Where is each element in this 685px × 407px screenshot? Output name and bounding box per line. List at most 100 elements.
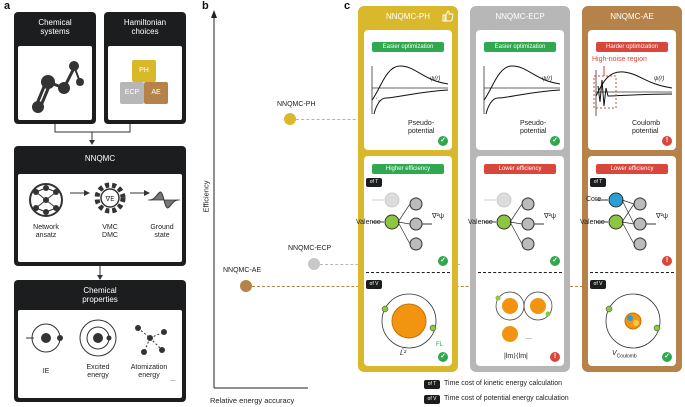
chemical-systems-box: Chemical systems: [14, 12, 96, 124]
ae-valence: Valence: [580, 219, 605, 226]
panel-b-axes: [211, 10, 308, 389]
ae-opt-card: Harder optimization High-noise region ψ(…: [588, 30, 676, 150]
atomization-label: Atomization energy: [130, 364, 168, 379]
point-nnqmc-ae: [240, 280, 252, 292]
ph-eff-tag: Higher efficiency: [372, 164, 444, 174]
chemical-properties-title: Chemical properties: [82, 286, 118, 305]
ph-eff-check-icon: ✓: [438, 256, 448, 266]
ae-bottom-v: V: [612, 350, 617, 357]
ground-state-icon: [148, 191, 180, 209]
column-ae: NNQMC-AE Harder optimization High-noise …: [580, 6, 682, 372]
ph-bottom-label: L̂²: [400, 350, 407, 357]
ph-opt-card: Easier optimization ψ(r) Pseudo- potenti…: [364, 30, 452, 150]
panel-c-letter: c: [344, 0, 351, 12]
ph-atom-orbit: [381, 293, 437, 349]
ae-eff-warn-icon: !: [662, 256, 672, 266]
ae-divider: [590, 272, 674, 273]
gear-icon: ∇E: [94, 182, 126, 214]
ecp-opt-check-icon: ✓: [550, 136, 560, 146]
dash-ph: [296, 119, 366, 120]
ecp-psi: ψ(r): [542, 76, 553, 82]
legend-t-text: Time cost of kinetic energy calculation: [444, 380, 563, 387]
nnqmc-inner: Network ansatz ∇E VMC DMC Ground state: [18, 174, 182, 262]
ecp-laplacian: ∇²ψ: [544, 213, 557, 220]
panel-a-letter: a: [4, 0, 11, 12]
ecp-opt-tag: Easier optimization: [484, 42, 556, 52]
ae-core: Core: [586, 196, 602, 203]
nnqmc-title: NNQMC: [84, 154, 116, 163]
ph-opt-check-icon: ✓: [438, 136, 448, 146]
molecule-frame: [18, 46, 92, 120]
ae-bottom-sub: Coulomb: [616, 353, 637, 360]
ecp-bottom-label: |lm⟩⟨lm|: [504, 353, 528, 360]
ecp-network-graph: [484, 192, 544, 251]
chemical-properties-box: Chemical properties IE Excited energy At…: [14, 280, 186, 402]
ae-wave-plot: [593, 66, 673, 116]
chem-props-inner: IE Excited energy Atomization energy ...: [18, 310, 182, 398]
excited-icon: [79, 319, 117, 357]
network-ansatz-icon: [29, 183, 63, 217]
ham-ae-block: AE: [144, 82, 168, 104]
ham-ph-block: PH: [132, 60, 156, 82]
ecp-opt-card: Easier optimization ψ(r) Pseudo- potenti…: [476, 30, 564, 150]
ae-noise-label: High-noise region: [592, 56, 647, 63]
panel-b-ylabel: Efficiency: [201, 180, 211, 213]
ecp-eff-tag: Lower efficiency: [484, 164, 556, 174]
ie-icon: [26, 323, 63, 353]
props-ellipsis: ...: [170, 376, 176, 383]
column-ph-title: NNQMC-PH: [386, 12, 430, 21]
connector-a-top: [54, 124, 131, 145]
ph-laplacian: ∇²ψ: [432, 213, 445, 220]
ph-valence: Valence: [356, 219, 381, 226]
panel-b-letter: b: [202, 0, 209, 12]
thumbs-up-icon: [442, 10, 454, 22]
ae-opt-tag: Harder optimization: [596, 42, 668, 52]
ph-fl: FL: [436, 342, 444, 348]
ecp-ellipsis: ...: [526, 334, 532, 341]
hamiltonian-choices-box: Hamiltonian choices PH ECP AE: [104, 12, 186, 124]
ae-of-v-chip: of V: [590, 280, 606, 289]
ae-eff-card: Lower efficiency of T ∇²ψ Core Valence !…: [580, 156, 676, 366]
ae-bottom-label: VCoulomb: [612, 350, 637, 359]
ph-opt-label: Pseudo- potential: [408, 120, 435, 135]
ph-eff-card: Higher efficiency of T ∇²ψ Valence ✓ of …: [356, 156, 452, 366]
ph-divider: [366, 272, 450, 273]
ecp-valence: Valence: [468, 219, 493, 226]
ae-atom-orbit: [605, 293, 661, 349]
column-ph: NNQMC-PH Easier optimization ψ(r) Pseudo…: [356, 6, 458, 372]
ph-psi: ψ(r): [430, 76, 441, 82]
connector-a-bottom: [97, 266, 103, 280]
ae-network-graph: [596, 192, 656, 251]
ecp-wave-plot: [483, 65, 561, 115]
ae-laplacian: ∇²ψ: [656, 213, 669, 220]
chemical-systems-title: Chemical systems: [38, 18, 72, 37]
hamiltonian-choices-title: Hamiltonian choices: [123, 18, 167, 37]
nnqmc-box: NNQMC Network ansatz ∇E VMC DMC Ground s…: [14, 146, 186, 266]
molecule-icon: [32, 61, 84, 113]
label-nnqmc-ph: NNQMC-PH: [277, 101, 316, 108]
legend-of-v-chip: of V: [424, 395, 440, 404]
column-ae-title: NNQMC-AE: [610, 12, 654, 21]
ie-label: IE: [42, 368, 50, 375]
vmc-dmc-label: VMC DMC: [102, 224, 118, 239]
panel-b-xlabel: Relative energy accuracy: [210, 396, 295, 405]
arrow-2: [130, 190, 150, 196]
ecp-eff-check-icon: ✓: [550, 256, 560, 266]
ph-v-check-icon: ✓: [438, 352, 448, 362]
ph-wave-plot: [371, 65, 449, 115]
point-nnqmc-ph: [284, 113, 296, 125]
arrow-1: [70, 190, 90, 196]
grad-e-text: ∇E: [104, 195, 114, 203]
ae-v-check-icon: ✓: [662, 352, 672, 362]
ham-ecp-block: ECP: [120, 82, 144, 104]
excited-label: Excited energy: [86, 364, 110, 379]
ae-opt-label: Coulomb potential: [632, 120, 661, 135]
ae-of-t-chip: of T: [590, 178, 606, 187]
ae-psi: ψ(r): [654, 76, 665, 82]
point-nnqmc-ecp: [308, 258, 320, 270]
legend-of-t-chip: of T: [424, 380, 440, 389]
network-ansatz-label: Network ansatz: [33, 224, 59, 239]
hamiltonian-frame: PH ECP AE: [108, 46, 182, 120]
ecp-eff-card: Lower efficiency ∇²ψ Valence ✓ ..: [468, 156, 564, 366]
atomization-icon: [135, 325, 167, 355]
